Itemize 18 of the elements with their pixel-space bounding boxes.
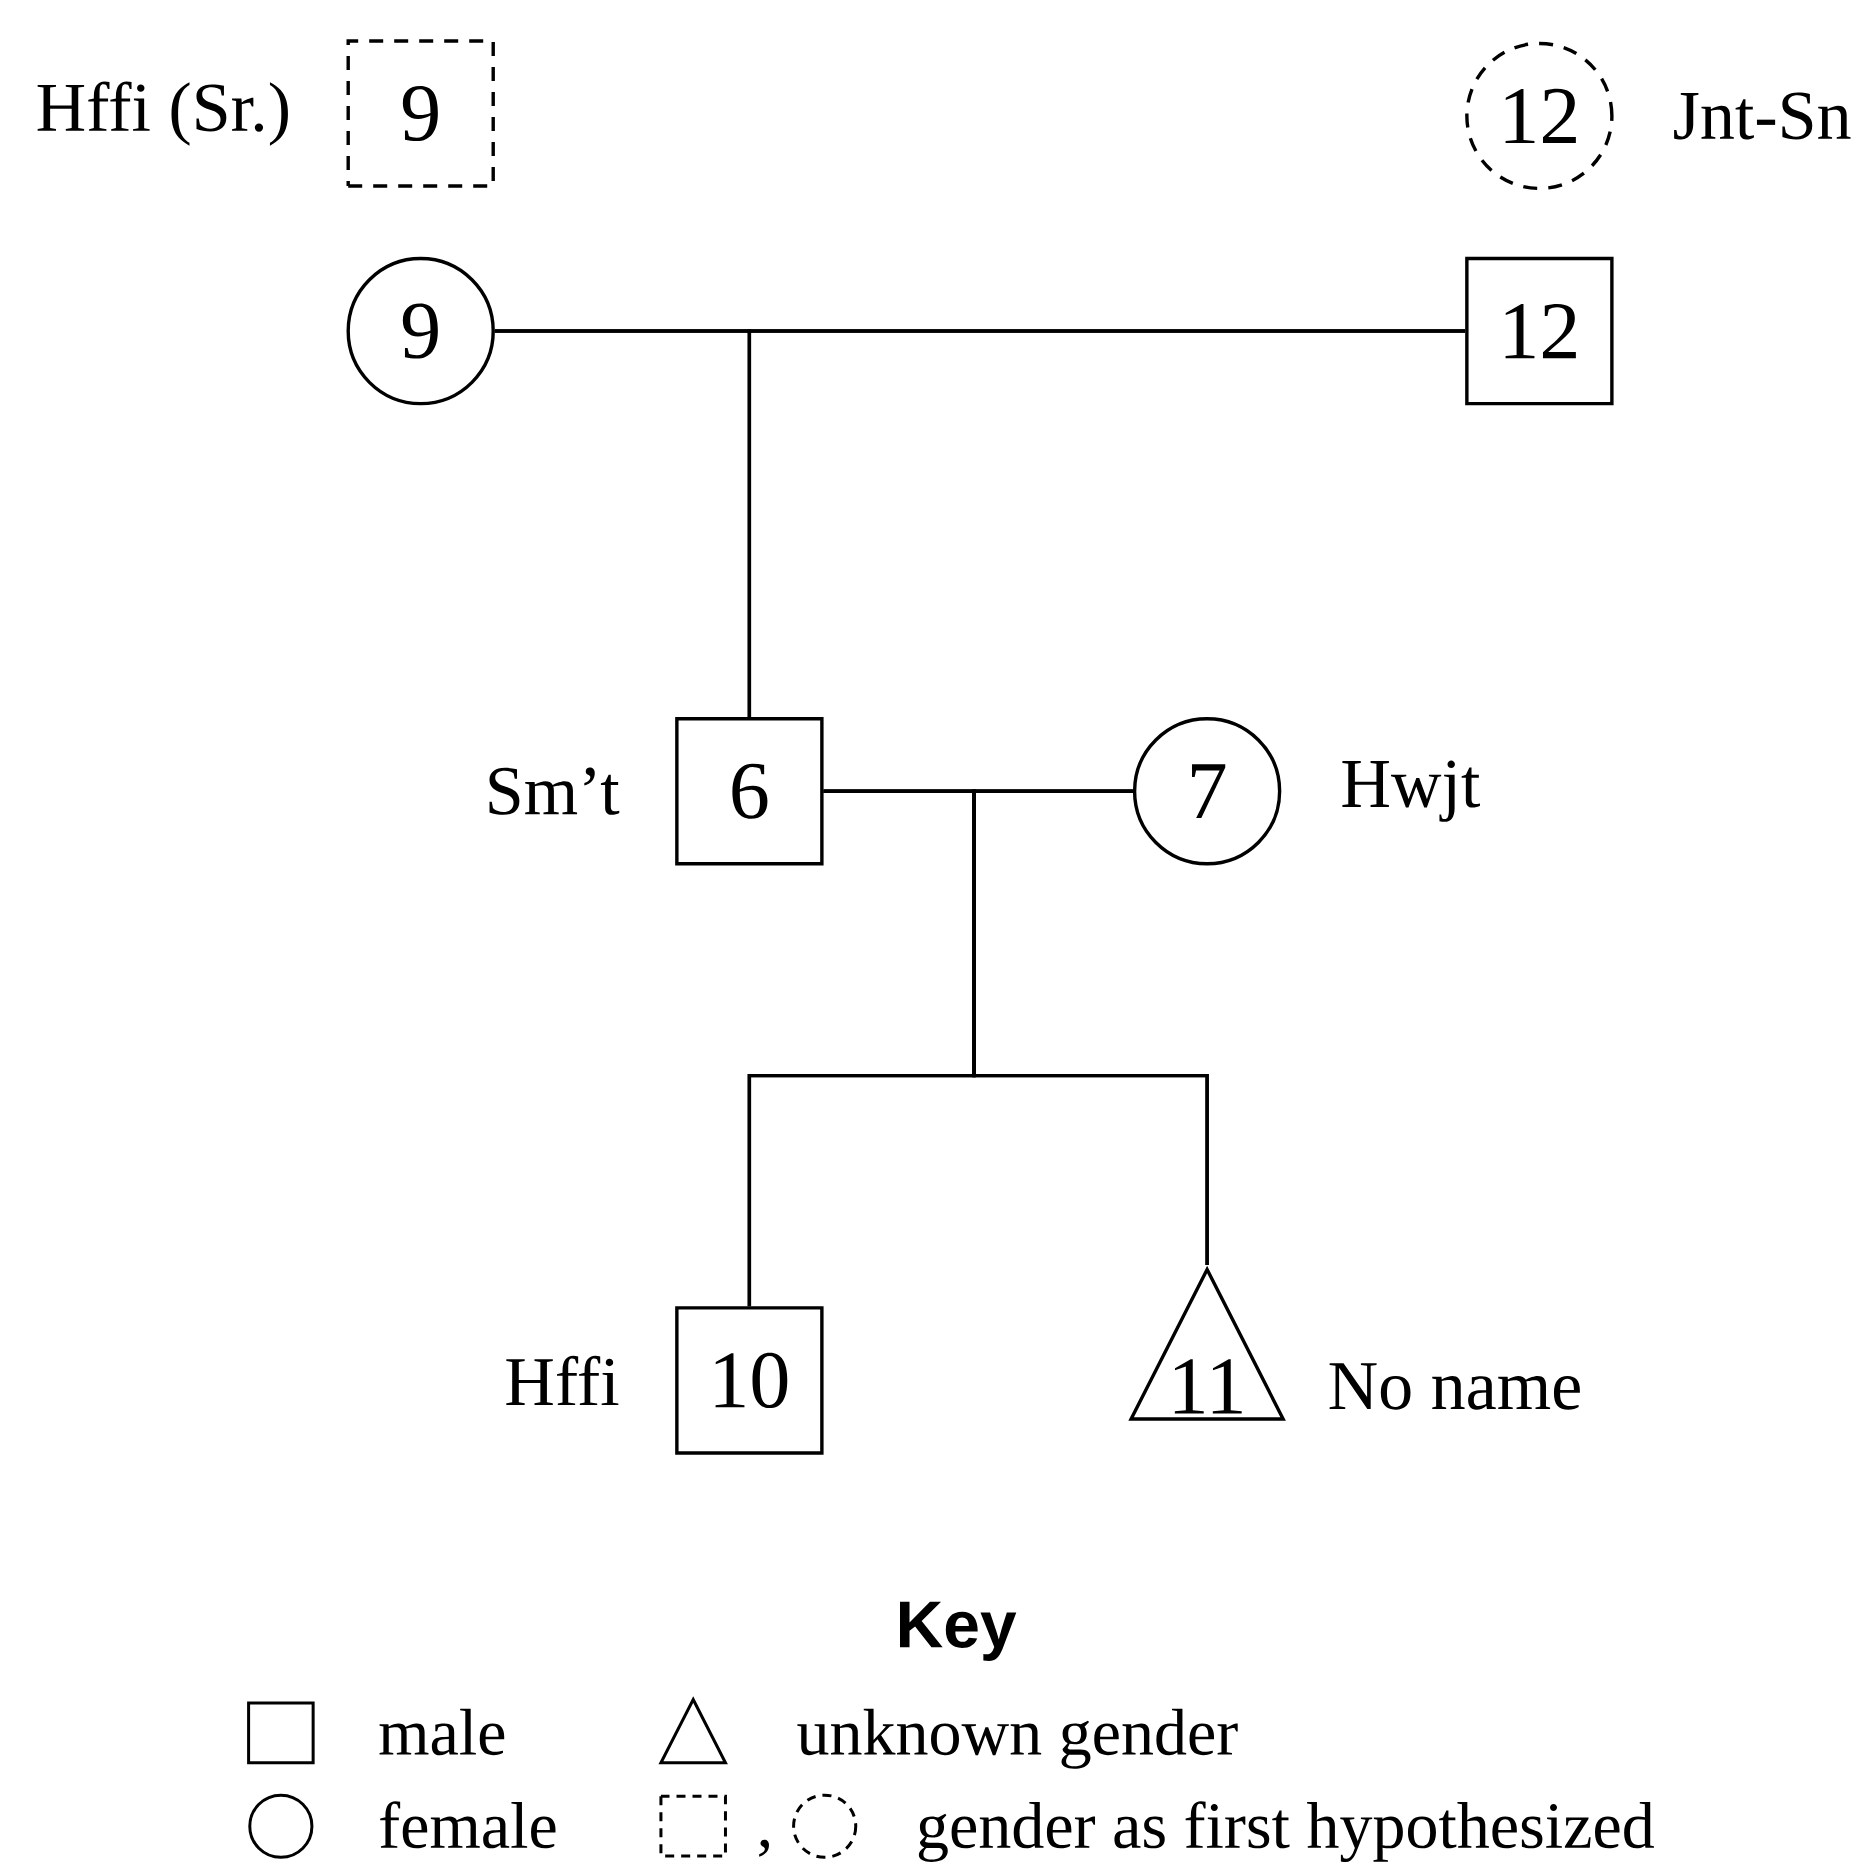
name-label: Hffi (Sr.) bbox=[37, 81, 288, 146]
legend-label: female bbox=[380, 1801, 556, 1849]
key-heading: Key bbox=[900, 1601, 1017, 1661]
name-label: Jnt-Sn bbox=[1674, 92, 1851, 140]
legend-label: male bbox=[379, 1708, 505, 1755]
male-square: 10 bbox=[675, 1306, 824, 1455]
male-square: 6 bbox=[675, 716, 824, 866]
name-label: No name bbox=[1329, 1362, 1580, 1410]
descent-line bbox=[747, 329, 1466, 717]
male-square: 12 bbox=[1465, 256, 1614, 406]
name-label: Hffi bbox=[506, 1355, 619, 1405]
name-label: Hwjt bbox=[1342, 760, 1480, 822]
name-label: Sm’t bbox=[489, 767, 620, 815]
descent-line bbox=[972, 789, 1209, 1265]
legend-label: unknown gender bbox=[797, 1708, 1238, 1769]
separator-comma: , bbox=[759, 1839, 769, 1857]
legend-label: gender as first hypothesized bbox=[918, 1801, 1654, 1862]
hypothesized-male-square: 9 bbox=[346, 39, 495, 188]
